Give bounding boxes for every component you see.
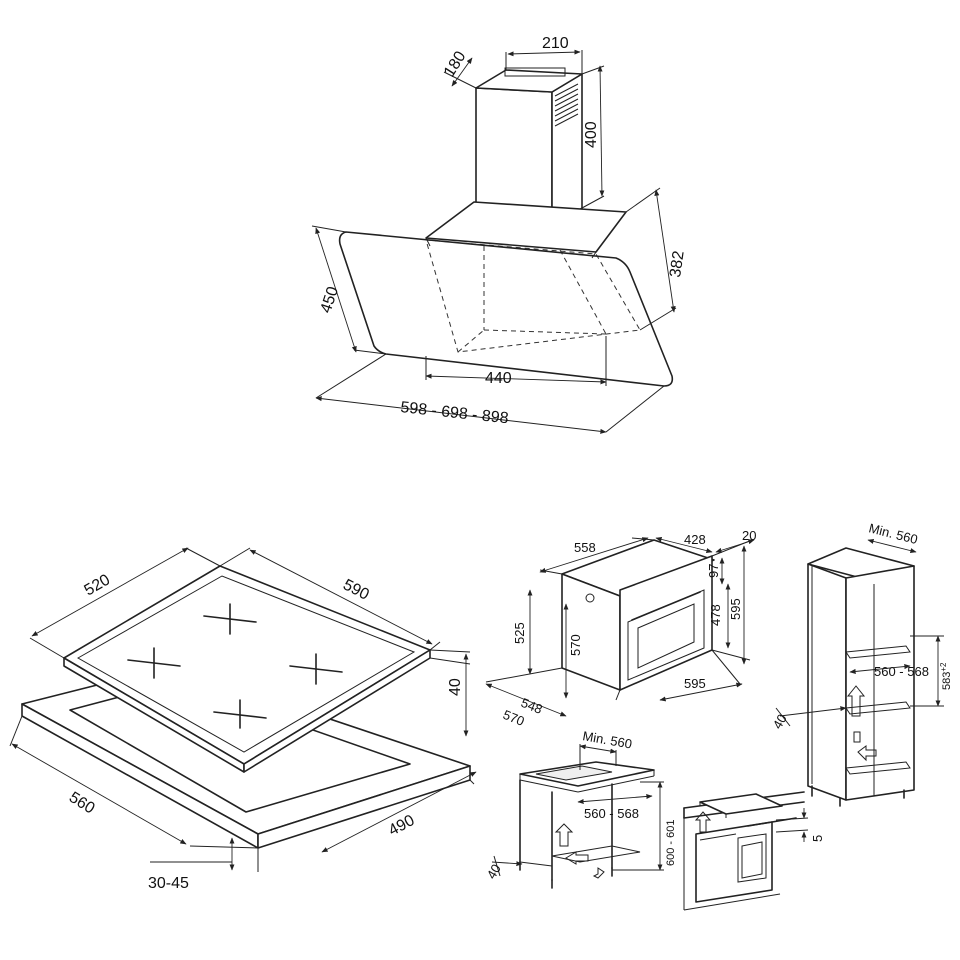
column-cabinet-drawing: Min. 560 560 - 568 583+2 40 — [770, 520, 953, 807]
undercounter-dim-min: Min. 560 — [581, 728, 633, 751]
oven-dim-height: 595 — [728, 598, 743, 620]
burner-rear-left — [203, 603, 257, 635]
hob-drawing: 520 590 40 560 490 30-45 — [9, 547, 477, 892]
hood-dim-body-height: 382 — [667, 250, 688, 279]
undercounter-dim-niche-width: 560 - 568 — [584, 806, 639, 821]
oven-dim-front-width: 595 — [684, 676, 706, 691]
oven-door-handle — [631, 591, 701, 621]
oven-dim-side-height: 570 — [568, 634, 583, 656]
hood-glass-panel — [338, 231, 674, 387]
burner-front-left — [127, 647, 181, 679]
hob-dim-worktop: 30-45 — [148, 875, 189, 892]
column-airflow-in-arrow — [857, 745, 877, 762]
hob-dim-thickness: 40 — [447, 678, 464, 696]
undercounter-cabinet-drawing: Min. 560 560 - 568 600 - 601 40 — [484, 728, 677, 889]
gap-hob — [699, 793, 783, 815]
undercounter-airflow-in-arrow — [565, 851, 589, 865]
hood-dim-glass-height: 450 — [318, 284, 342, 315]
hob-oven-gap-drawing: 5 — [683, 791, 825, 911]
chimney-vent-grille — [554, 83, 579, 127]
cooker-hood-drawing: 180 210 400 382 450 440 598 - 698 - 898 — [311, 35, 688, 434]
hood-dim-chimney-depth: 180 — [441, 48, 470, 80]
hob-dim-width: 590 — [340, 576, 372, 603]
burner-rear-right — [289, 653, 343, 685]
oven-dim-body-height: 525 — [512, 622, 527, 644]
hood-dim-inner-width: 440 — [485, 370, 512, 387]
oven-dim-front: 20 — [742, 528, 756, 543]
oven-drawing: 558 428 20 97 478 595 525 570 548 570 59… — [485, 528, 756, 729]
column-dim-niche-width: 560 - 568 — [874, 664, 929, 679]
gap-dim: 5 — [810, 835, 825, 842]
oven-dim-top: 97 — [706, 564, 721, 578]
undercounter-airflow-up-arrow — [554, 823, 574, 847]
hood-chimney — [475, 67, 583, 231]
hood-dim-chimney-height: 400 — [583, 121, 600, 148]
oven-dim-inner-height: 478 — [708, 604, 723, 626]
hob-dim-depth: 520 — [82, 571, 114, 599]
hood-dim-chimney-width: 210 — [542, 35, 569, 52]
undercounter-dim-vent: 40 — [484, 861, 504, 881]
oven-dim-depth: 428 — [684, 532, 706, 547]
column-dim-niche-height: 583+2 — [939, 662, 953, 690]
oven-dim-width: 558 — [574, 540, 596, 555]
column-dim-vent: 40 — [770, 711, 790, 731]
hood-motor-block — [425, 201, 627, 253]
column-dim-min: Min. 560 — [867, 520, 919, 547]
burner-front-right — [213, 699, 267, 729]
gap-airflow-up-arrow — [694, 811, 712, 833]
hob-dim-cutout-width: 560 — [66, 789, 98, 818]
undercounter-dim-niche-height: 600 - 601 — [665, 820, 677, 866]
hood-dim-total-width: 598 - 698 - 898 — [400, 399, 510, 427]
column-airflow-up-arrow — [846, 685, 866, 717]
